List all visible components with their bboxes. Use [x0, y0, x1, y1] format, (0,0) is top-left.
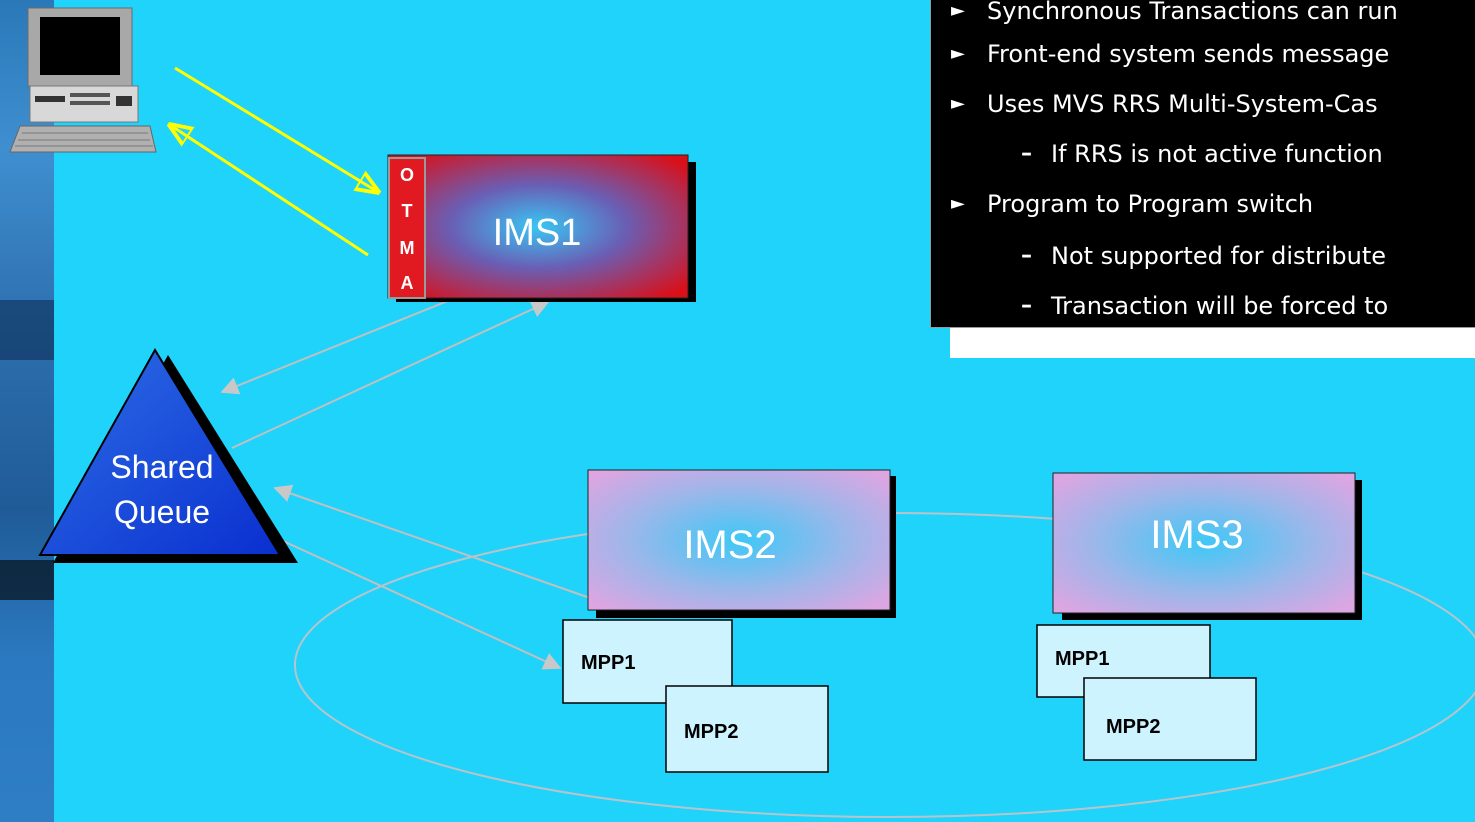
strip-band — [0, 300, 54, 360]
shared-queue-node — [38, 348, 298, 563]
ims3-label: IMS3 — [1150, 513, 1243, 557]
arrow-queue-to-mpp1 — [269, 534, 562, 670]
otma-letter-m: M — [400, 238, 415, 258]
ims3-mpp2-box — [1083, 677, 1257, 761]
otma-letter-a: A — [401, 273, 414, 293]
bullet-arrow-icon: ► — [951, 93, 965, 114]
ims2-mpp1-label: MPP1 — [581, 652, 635, 674]
sub-bullet-text: Transaction will be forced to — [1051, 292, 1389, 320]
arrow-ims2-to-queue — [273, 484, 591, 599]
bullet-arrow-icon: ► — [951, 193, 965, 214]
arrow-ims1-to-queue — [220, 291, 471, 395]
callout-shadow — [950, 328, 1475, 358]
otma-letter-o: O — [400, 165, 414, 185]
bullet-text: Program to Program switch — [987, 190, 1314, 218]
ims3-node — [1052, 472, 1362, 620]
ims2-mpp2-label: MPP2 — [684, 721, 738, 743]
bullet-arrow-icon: ► — [951, 0, 965, 21]
shared-queue-label-line2: Queue — [114, 494, 210, 530]
ims2-label: IMS2 — [683, 523, 776, 567]
otma-letter-t: T — [402, 201, 413, 221]
sub-bullet-text: If RRS is not active function — [1051, 140, 1383, 168]
bullet-text: Uses MVS RRS Multi-System-Cas — [987, 90, 1378, 118]
shared-queue-label-line1: Shared — [110, 449, 213, 485]
ims1-label: IMS1 — [493, 212, 582, 254]
bullet-text: Synchronous Transactions can run — [987, 0, 1398, 25]
sub-bullet-dash-icon: – — [1021, 141, 1032, 166]
ims3-mpp2-label: MPP2 — [1106, 716, 1160, 738]
sub-bullet-text: Not supported for distribute — [1051, 242, 1387, 270]
arrow-otma-to-terminal — [170, 125, 369, 257]
sub-bullet-dash-icon: – — [1021, 243, 1032, 268]
ims1-node — [387, 154, 696, 302]
arrow-queue-to-ims1 — [231, 300, 550, 449]
bullet-arrow-icon: ► — [951, 43, 965, 64]
computer-terminal-icon — [9, 7, 157, 153]
ims2-mpp2-box — [665, 685, 829, 773]
ims3-mpp1-label: MPP1 — [1055, 648, 1109, 670]
arrow-terminal-to-otma — [174, 66, 378, 192]
sub-bullet-dash-icon: – — [1021, 293, 1032, 318]
info-callout: ► Synchronous Transactions can run ► Fro… — [930, 0, 1475, 328]
strip-band — [0, 560, 54, 600]
ims2-node — [587, 469, 896, 618]
bullet-text: Front-end system sends message — [987, 40, 1390, 68]
